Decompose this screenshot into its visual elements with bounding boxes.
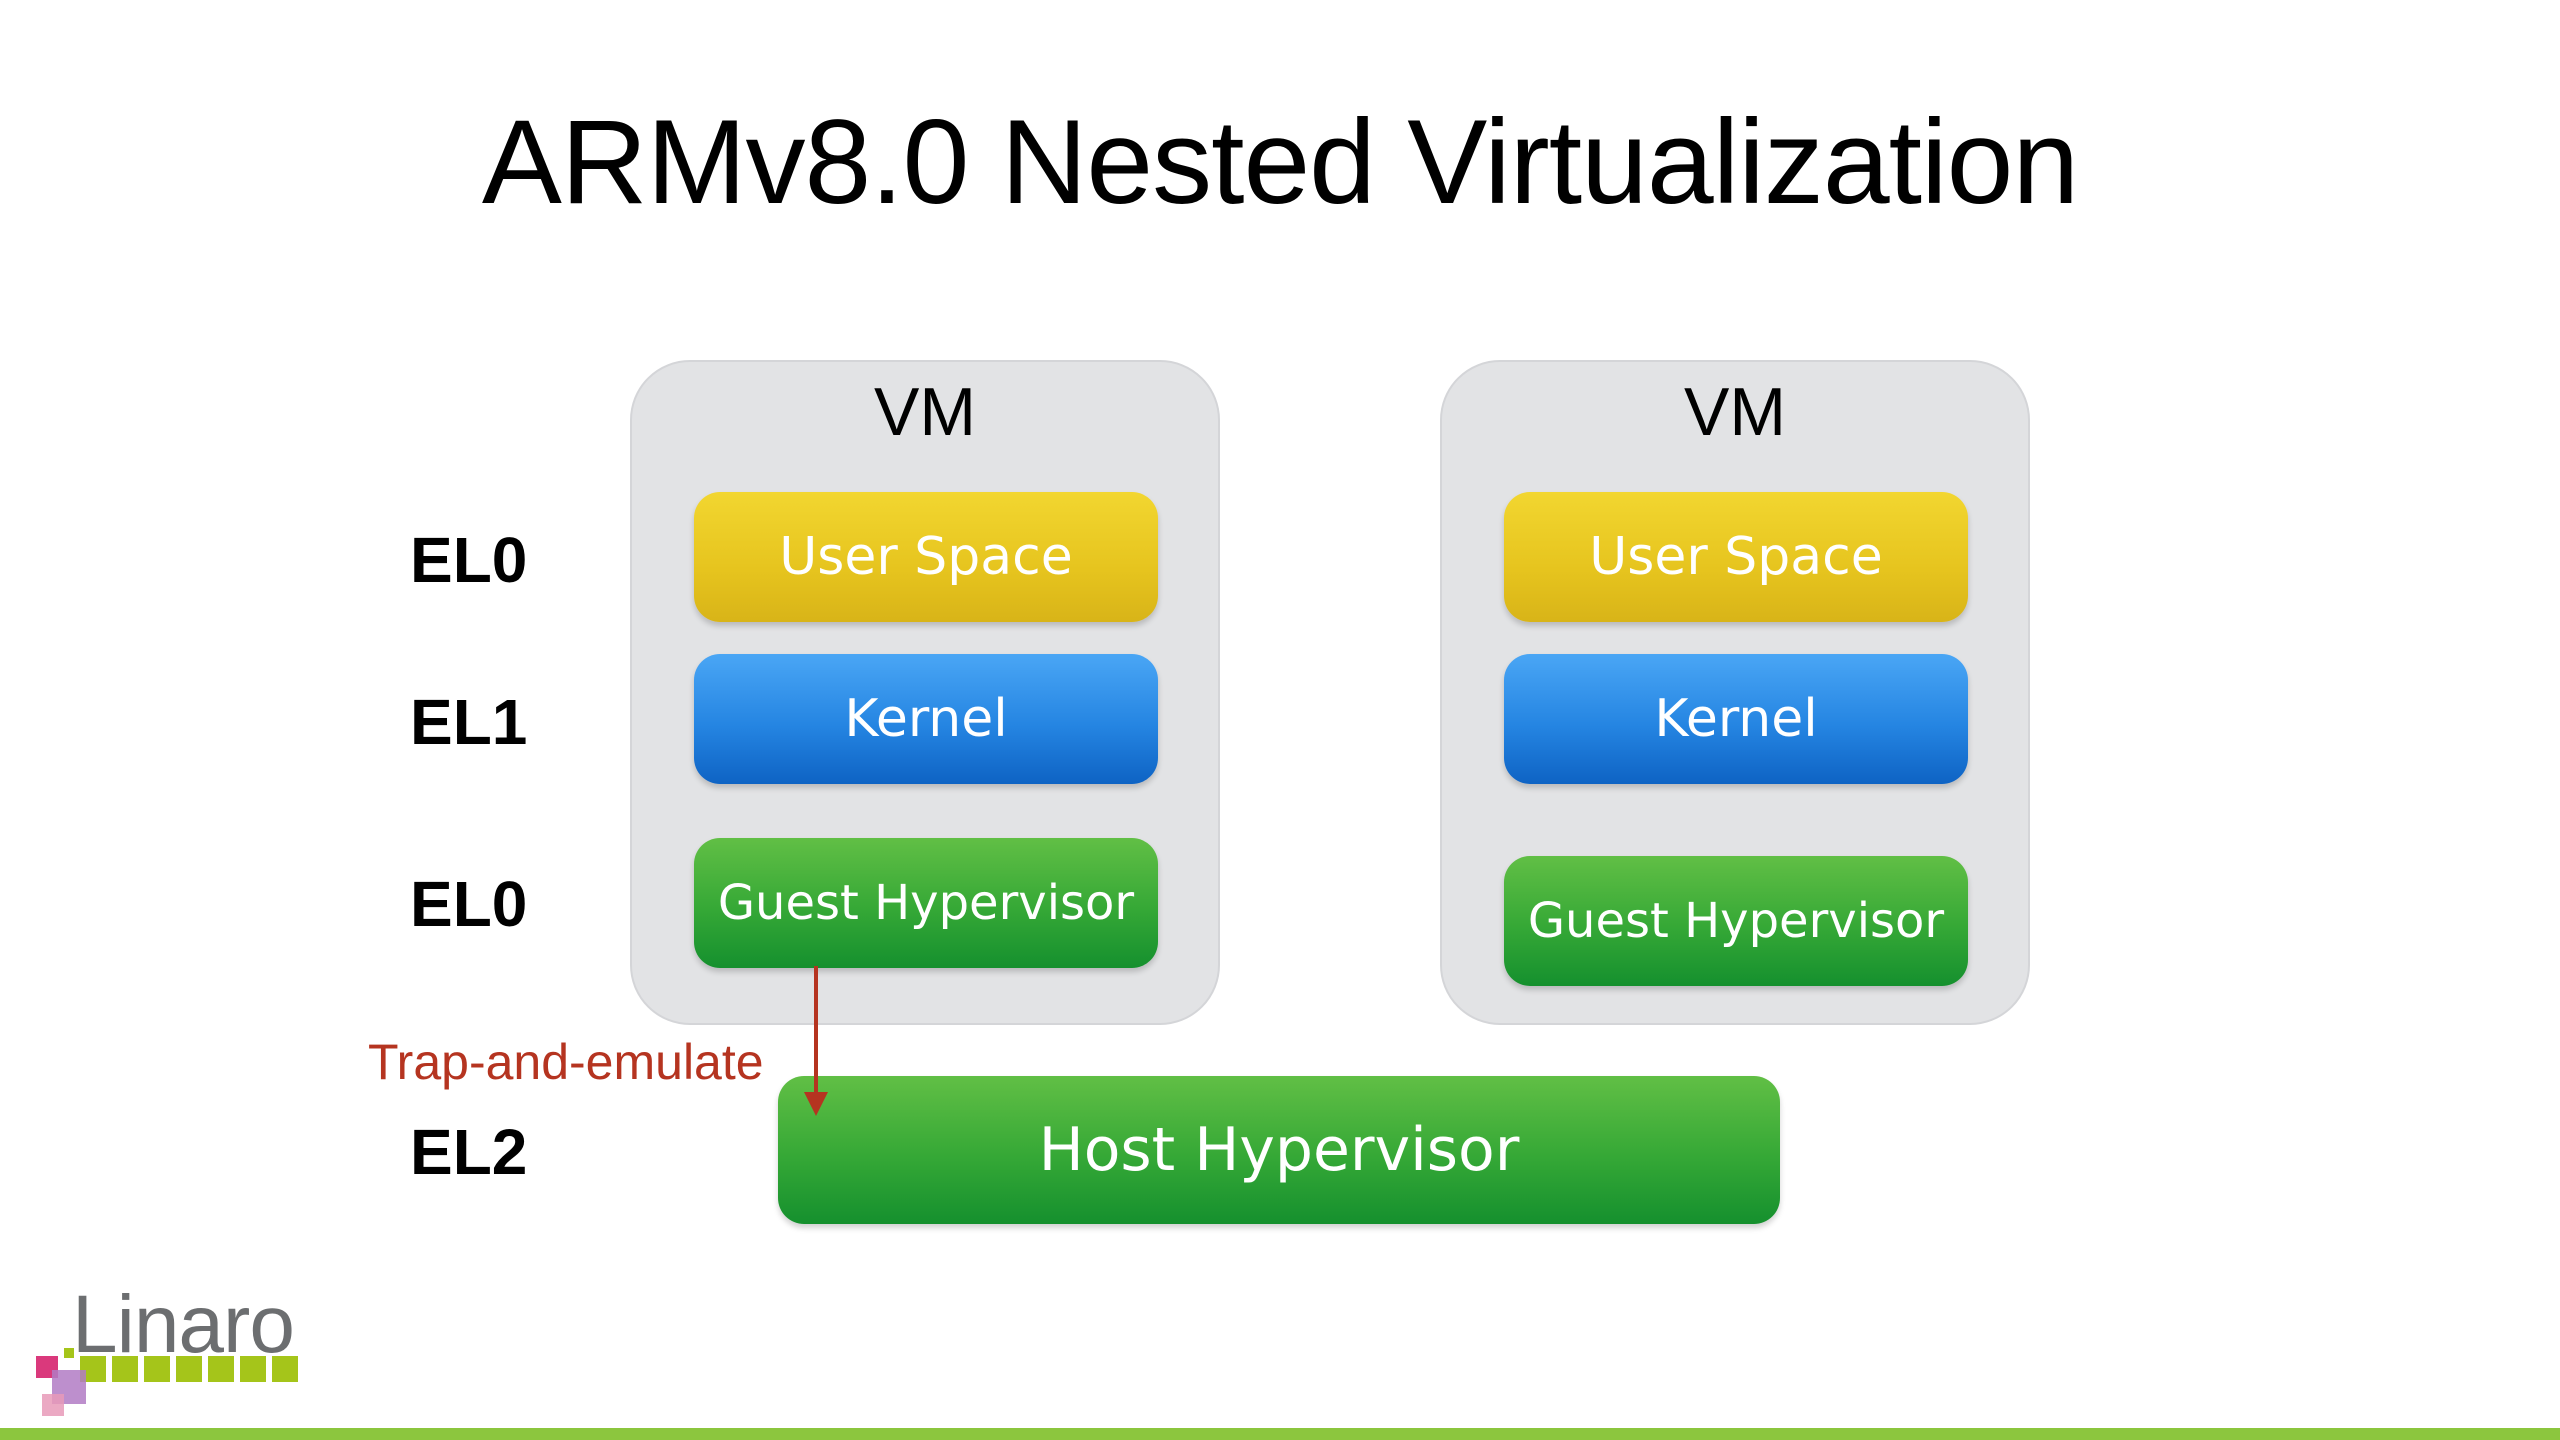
vm2-kernel-block: Kernel [1504, 654, 1968, 784]
el2-host-hypervisor-label: EL2 [410, 1116, 528, 1188]
el0-guest-hypervisor-label: EL0 [410, 868, 528, 940]
vm-title-2: VM [1684, 374, 1786, 450]
slide-title: ARMv8.0 Nested Virtualization [481, 95, 2079, 229]
vm1-guest-hypervisor-block: Guest Hypervisor [694, 838, 1158, 968]
host-hypervisor-block: Host Hypervisor [778, 1076, 1780, 1224]
vm1-kernel-label: Kernel [844, 689, 1008, 749]
host-hypervisor-label: Host Hypervisor [1038, 1115, 1520, 1185]
vm1-kernel-block: Kernel [694, 654, 1158, 784]
linaro-logo: Linaro [24, 1280, 324, 1420]
vm2-user-space-block: User Space [1504, 492, 1968, 622]
el1-kernel-label: EL1 [410, 686, 528, 758]
vm1-guest-hypervisor-label: Guest Hypervisor [717, 875, 1135, 931]
vm2-guest-hypervisor-block: Guest Hypervisor [1504, 856, 1968, 986]
vm1-user-space-label: User Space [779, 527, 1073, 587]
linaro-logo-text: Linaro [72, 1279, 295, 1370]
linaro-logo-mark [36, 1348, 298, 1416]
vm-title-1: VM [874, 374, 976, 450]
vm1-user-space-block: User Space [694, 492, 1158, 622]
el0-user-label: EL0 [410, 524, 528, 596]
vm2-kernel-label: Kernel [1654, 689, 1818, 749]
vm2-user-space-label: User Space [1589, 527, 1883, 587]
bottom-accent-bar [0, 1428, 2560, 1440]
vm2-guest-hypervisor-label: Guest Hypervisor [1527, 893, 1945, 949]
trap-and-emulate-label: Trap-and-emulate [368, 1034, 764, 1090]
